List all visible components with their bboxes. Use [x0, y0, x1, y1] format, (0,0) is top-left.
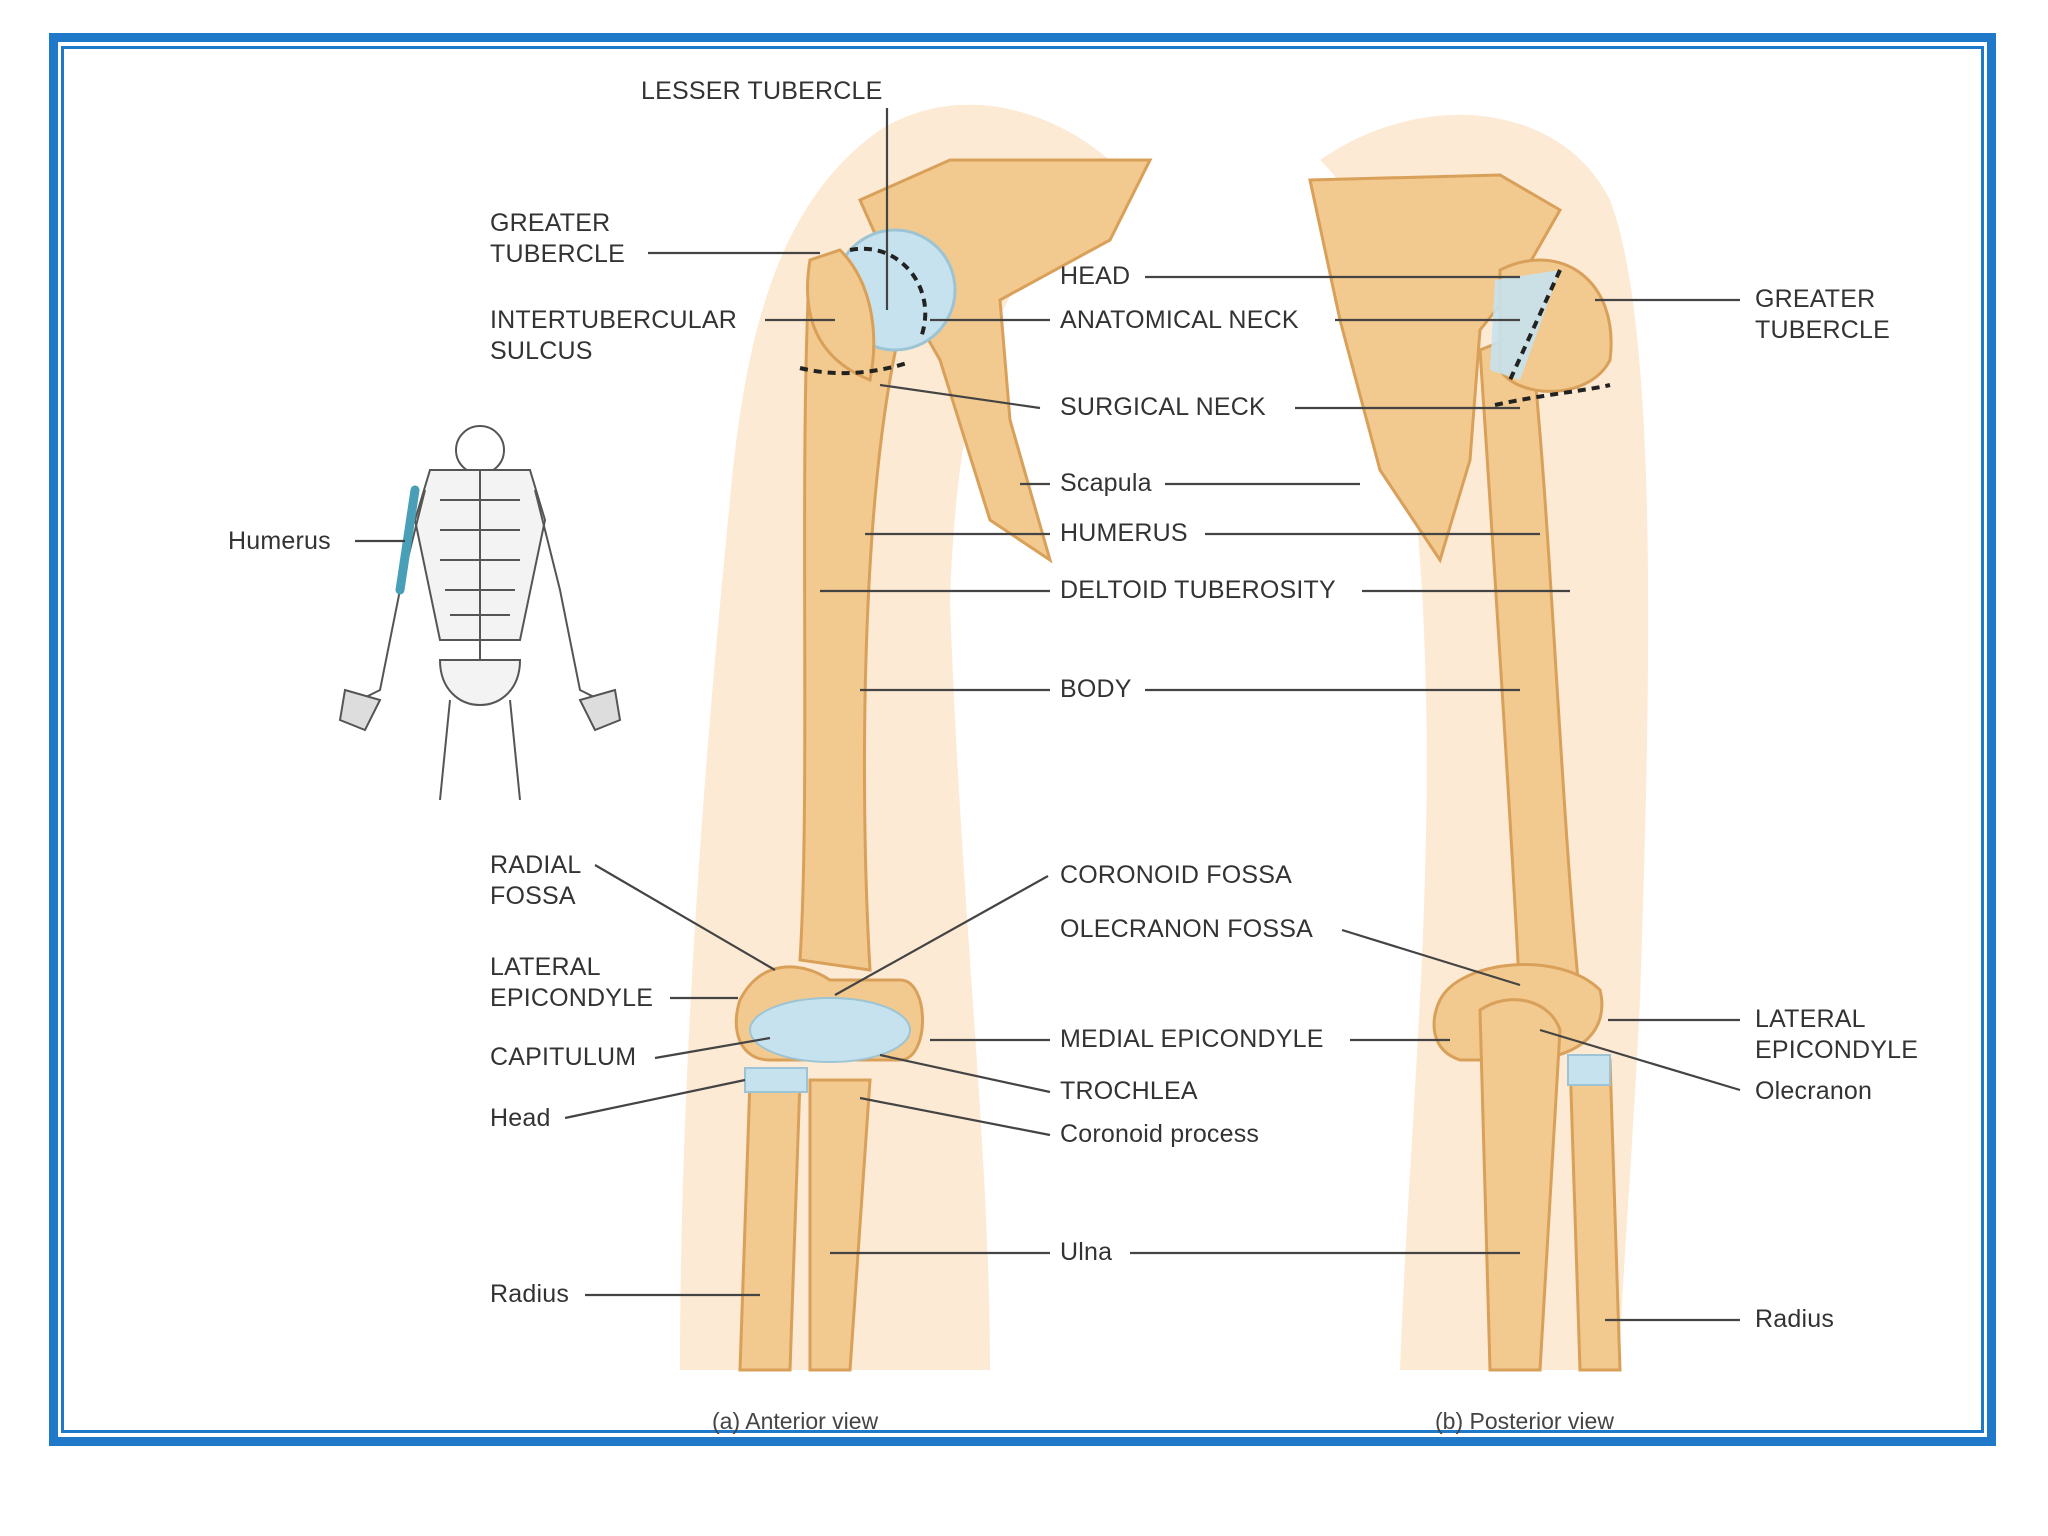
label-olecranon: Olecranon	[1755, 1077, 1873, 1105]
posterior-arm-silhouette	[1320, 114, 1649, 1371]
label-olecranon-fossa: OLECRANON FOSSA	[1060, 915, 1314, 943]
label-radius-posterior: Radius	[1755, 1305, 1835, 1333]
label-medial-epicondyle: MEDIAL EPICONDYLE	[1060, 1025, 1324, 1053]
caption-anterior-view: (a) Anterior view	[712, 1408, 879, 1434]
label-radial-fossa: RADIAL FOSSA	[490, 851, 582, 910]
label-trochlea: TROCHLEA	[1060, 1077, 1198, 1105]
label-ulna: Ulna	[1060, 1238, 1113, 1266]
label-lateral-epicondyle-posterior: LATERAL EPICONDYLE	[1755, 1005, 1919, 1064]
label-intertubercular-sulcus: INTERTUBERCULAR SULCUS	[490, 306, 738, 365]
label-greater-tubercle-posterior: GREATER TUBERCLE	[1755, 285, 1890, 344]
anterior-surgical-neck-line	[799, 360, 911, 376]
anterior-tubercles	[806, 248, 876, 383]
inset-skeleton-figure	[338, 425, 622, 801]
label-coronoid-process: Coronoid process	[1060, 1120, 1260, 1148]
posterior-scapula	[1308, 173, 1563, 564]
label-surgical-neck: SURGICAL NECK	[1060, 393, 1266, 421]
label-greater-tubercle-anterior: GREATER TUBERCLE	[490, 209, 625, 268]
label-head: HEAD	[1060, 262, 1131, 290]
label-radial-head: Head	[490, 1104, 551, 1132]
caption-posterior-view: (b) Posterior view	[1435, 1408, 1614, 1434]
posterior-ulna-olecranon	[1478, 998, 1562, 1372]
posterior-radial-head-cartilage	[1567, 1054, 1611, 1086]
anterior-anatomical-neck-line	[849, 246, 928, 341]
anterior-ulna	[808, 1078, 872, 1372]
label-anatomical-neck: ANATOMICAL NECK	[1060, 306, 1299, 334]
label-coronoid-fossa: CORONOID FOSSA	[1060, 861, 1292, 889]
posterior-surgical-neck-line	[1494, 383, 1611, 407]
posterior-radius	[1568, 1058, 1622, 1372]
capitulum-trochlea-cartilage	[749, 997, 911, 1063]
label-body: BODY	[1060, 675, 1132, 703]
label-lesser-tubercle: LESSER TUBERCLE	[641, 77, 883, 105]
label-deltoid-tuberosity: DELTOID TUBEROSITY	[1060, 576, 1336, 604]
anterior-humerus-shaft	[798, 297, 902, 972]
anterior-radius	[738, 1078, 802, 1372]
label-humerus: HUMERUS	[1060, 519, 1188, 547]
leader-lines	[355, 108, 1741, 1322]
label-lateral-epicondyle-anterior: LATERAL EPICONDYLE	[490, 953, 654, 1012]
posterior-head-cartilage	[1490, 270, 1560, 380]
label-scapula: Scapula	[1060, 469, 1152, 497]
label-humerus-inset: Humerus	[228, 527, 331, 555]
label-radius-anterior: Radius	[490, 1280, 570, 1308]
posterior-anatomical-neck-line	[1508, 269, 1562, 381]
radial-head-cartilage	[744, 1067, 808, 1093]
inset-humerus-highlight	[395, 485, 420, 595]
inner-frame	[61, 46, 1984, 1433]
label-capitulum: CAPITULUM	[490, 1043, 637, 1071]
